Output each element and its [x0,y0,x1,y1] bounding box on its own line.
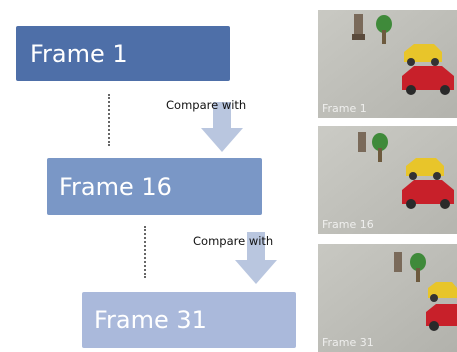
down-arrow-icon [201,102,243,152]
dotted-connector-1 [108,94,110,146]
frame-16-caption: Frame 16 [322,218,374,231]
frame-31-thumbnail: Frame 31 [318,244,457,352]
frame-31-box: Frame 31 [82,292,296,348]
frame-1-label: Frame 1 [30,39,128,68]
frame-1-thumbnail: Frame 1 [318,10,457,118]
frame-1-caption: Frame 1 [322,102,367,115]
frame-1-box: Frame 1 [16,26,230,81]
frame-16-label: Frame 16 [59,172,172,201]
compare-with-label: Compare with [166,98,247,112]
down-arrow-icon [235,232,277,284]
frame-16-thumbnail: Frame 16 [318,126,457,234]
dotted-connector-2 [144,226,146,278]
frame-31-caption: Frame 31 [322,336,374,349]
compare-with-label: Compare with [193,234,274,248]
frame-31-label: Frame 31 [94,306,207,334]
frame-16-box: Frame 16 [47,158,262,215]
